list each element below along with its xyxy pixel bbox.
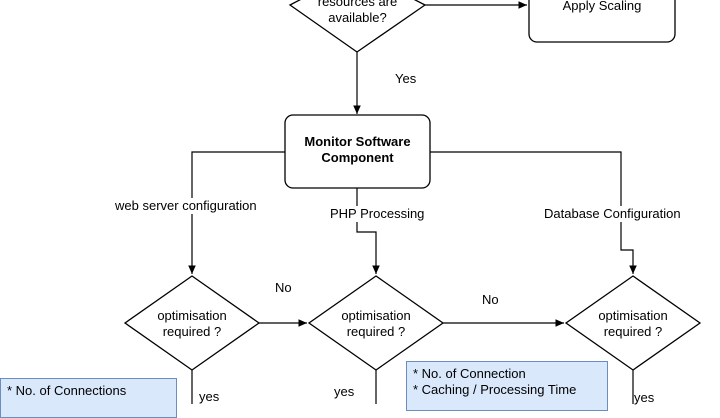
edge-label-yes-top: Yes xyxy=(395,71,417,86)
decision-resources-line1: resources are xyxy=(317,0,398,9)
edge-label-no-left: No xyxy=(275,280,292,295)
apply-scaling-text: Apply Scaling xyxy=(529,0,675,14)
opt-left-line1: optimisation xyxy=(157,308,227,323)
opt-left-line2: required ? xyxy=(162,324,222,339)
opt-right-line1: optimisation xyxy=(598,308,668,323)
edge-label-yes-left: yes xyxy=(199,389,220,404)
decision-resources-text: resources are available? xyxy=(300,0,415,30)
monitor-line1: Monitor Software xyxy=(304,134,411,149)
note-middle-line1: * No. of Connection xyxy=(413,366,526,381)
note-middle-line2: * Caching / Processing Time xyxy=(413,382,577,397)
edge-label-web-server: web server configuration xyxy=(114,198,258,214)
monitor-component-text: Monitor Software Component xyxy=(285,130,430,170)
edge-monitor-to-opt-right xyxy=(430,151,637,274)
edge-monitor-to-opt-left xyxy=(188,151,285,274)
edge-monitor-to-opt-mid xyxy=(356,188,380,274)
note-left: * No. of Connections xyxy=(0,378,177,418)
opt-right-line2: required ? xyxy=(603,324,663,339)
apply-scaling-label: Apply Scaling xyxy=(562,0,642,13)
opt-right-text: optimisation required ? xyxy=(576,307,690,341)
decision-resources-line2: available? xyxy=(328,10,387,25)
note-middle: * No. of Connection * Caching / Processi… xyxy=(406,361,608,411)
opt-left-text: optimisation required ? xyxy=(135,307,249,341)
edge-label-database: Database Configuration xyxy=(543,206,682,222)
opt-mid-line2: required ? xyxy=(346,324,406,339)
opt-mid-line1: optimisation xyxy=(341,308,411,323)
note-left-line1: * No. of Connections xyxy=(7,383,127,398)
opt-mid-text: optimisation required ? xyxy=(319,307,433,341)
flowchart-canvas xyxy=(123,0,702,404)
edge-label-php: PHP Processing xyxy=(329,206,426,222)
edge-label-no-mid: No xyxy=(482,292,499,307)
apply-scaling-shape xyxy=(528,0,676,43)
edge-label-yes-mid: yes xyxy=(334,384,355,399)
edge-label-yes-right: yes xyxy=(634,390,655,405)
monitor-line2: Component xyxy=(321,150,394,165)
